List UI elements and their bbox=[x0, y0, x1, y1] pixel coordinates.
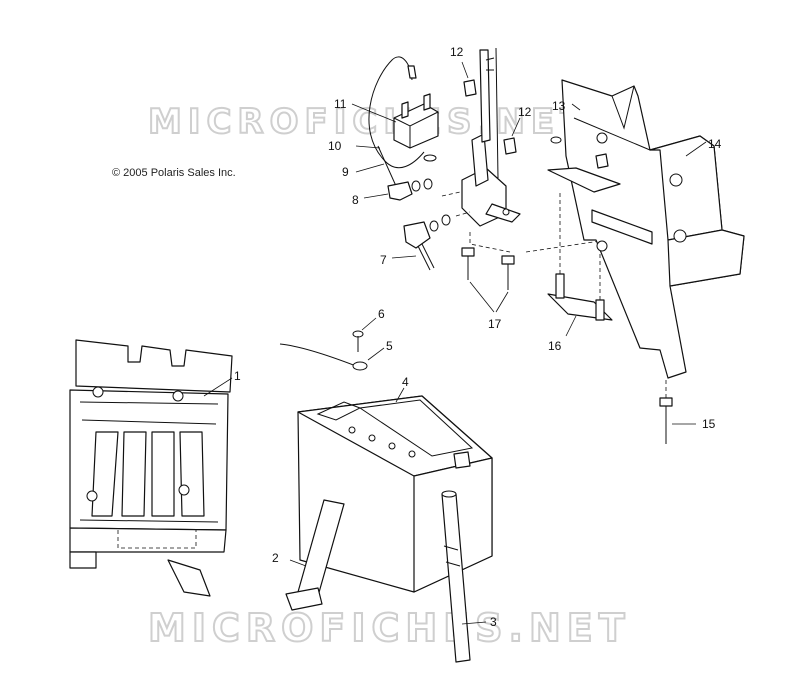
negative-cable-strap bbox=[285, 499, 345, 611]
solenoid-assembly bbox=[351, 47, 621, 313]
callout-8: 8 bbox=[352, 193, 359, 207]
battery bbox=[297, 387, 493, 593]
callout-15: 15 bbox=[702, 417, 716, 431]
callout-10: 10 bbox=[328, 139, 342, 153]
battery-tray bbox=[69, 339, 233, 597]
callout-11: 11 bbox=[334, 97, 347, 111]
callout-4: 4 bbox=[402, 375, 409, 389]
callout-16: 16 bbox=[548, 339, 562, 353]
hold-down-plate bbox=[547, 190, 613, 337]
callout-12-top: 12 bbox=[450, 45, 464, 59]
watermark-bottom: MICROFICHES.NET bbox=[148, 606, 631, 650]
ground-wire bbox=[279, 343, 385, 371]
callout-9: 9 bbox=[342, 165, 349, 179]
callout-2: 2 bbox=[272, 551, 279, 565]
copyright-text: © 2005 Polaris Sales Inc. bbox=[112, 167, 236, 179]
callout-1: 1 bbox=[234, 369, 241, 383]
bolt bbox=[659, 380, 696, 444]
callout-12-right: 12 bbox=[518, 105, 532, 119]
callout-5: 5 bbox=[386, 339, 393, 353]
callout-3: 3 bbox=[490, 615, 497, 629]
mounting-bracket bbox=[547, 79, 745, 379]
callout-7: 7 bbox=[380, 253, 387, 267]
screw bbox=[352, 317, 377, 352]
callout-13: 13 bbox=[552, 99, 566, 113]
watermark-top: MICROFICHES.NET bbox=[148, 102, 589, 142]
callout-17: 17 bbox=[488, 317, 502, 331]
positive-cable bbox=[441, 490, 487, 663]
callout-14: 14 bbox=[708, 137, 722, 151]
callout-6: 6 bbox=[378, 307, 385, 321]
